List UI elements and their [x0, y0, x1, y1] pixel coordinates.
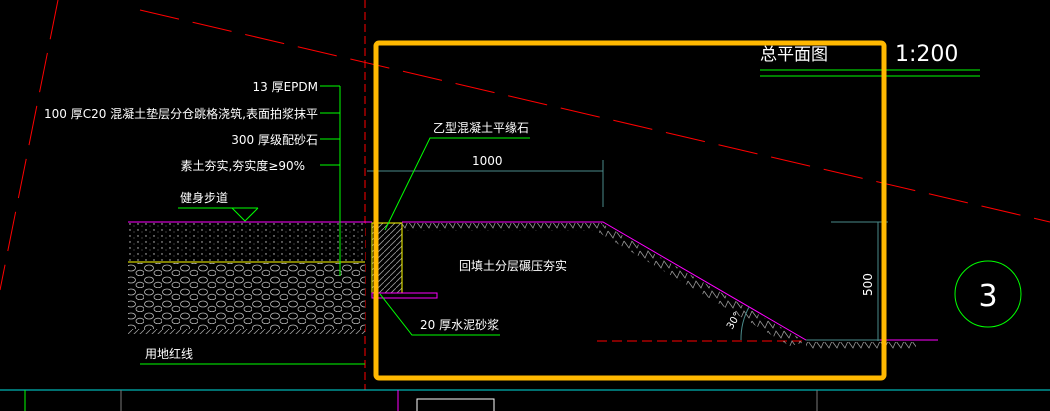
path-label: 健身步道: [180, 190, 228, 205]
mortar-label: 20 厚水泥砂浆: [420, 317, 499, 332]
boundary-line: [0, 0, 59, 291]
curb-label: 乙型混凝土平缘石: [433, 120, 529, 135]
backfill-label: 回填土分层碾压夯实: [459, 258, 567, 273]
angle-arc: [740, 306, 750, 341]
dim-width: 1000: [472, 154, 503, 168]
compacted-soil: [128, 329, 365, 334]
drawing-scale: 1:200: [895, 42, 958, 67]
mortar-strip: [371, 292, 438, 299]
soil-hatch: [402, 223, 602, 231]
layer-label: 300 厚级配砂石: [231, 133, 318, 147]
leaders: [140, 69, 1022, 365]
drawing-title: 总平面图: [760, 45, 828, 65]
boundary-line: [139, 9, 1050, 223]
layer-label: 素土夯实,夯实度≥90%: [180, 158, 305, 173]
graded-gravel-layer: [128, 263, 365, 329]
epdm-concrete-layer: [128, 223, 365, 262]
soil-hatch: [806, 342, 916, 350]
layer-label: 13 厚EPDM: [253, 80, 319, 94]
dim-height: 500: [861, 273, 875, 296]
detail-number: 3: [978, 279, 997, 314]
selection-frame[interactable]: [373, 40, 887, 381]
red-line-label: 用地红线: [145, 346, 193, 361]
slope-hatch: [598, 224, 806, 346]
layer-label: 100 厚C20 混凝土垫层分仓跳格浇筑,表面拍浆抹平: [44, 106, 318, 121]
detail-callout-circle: [954, 260, 1022, 328]
